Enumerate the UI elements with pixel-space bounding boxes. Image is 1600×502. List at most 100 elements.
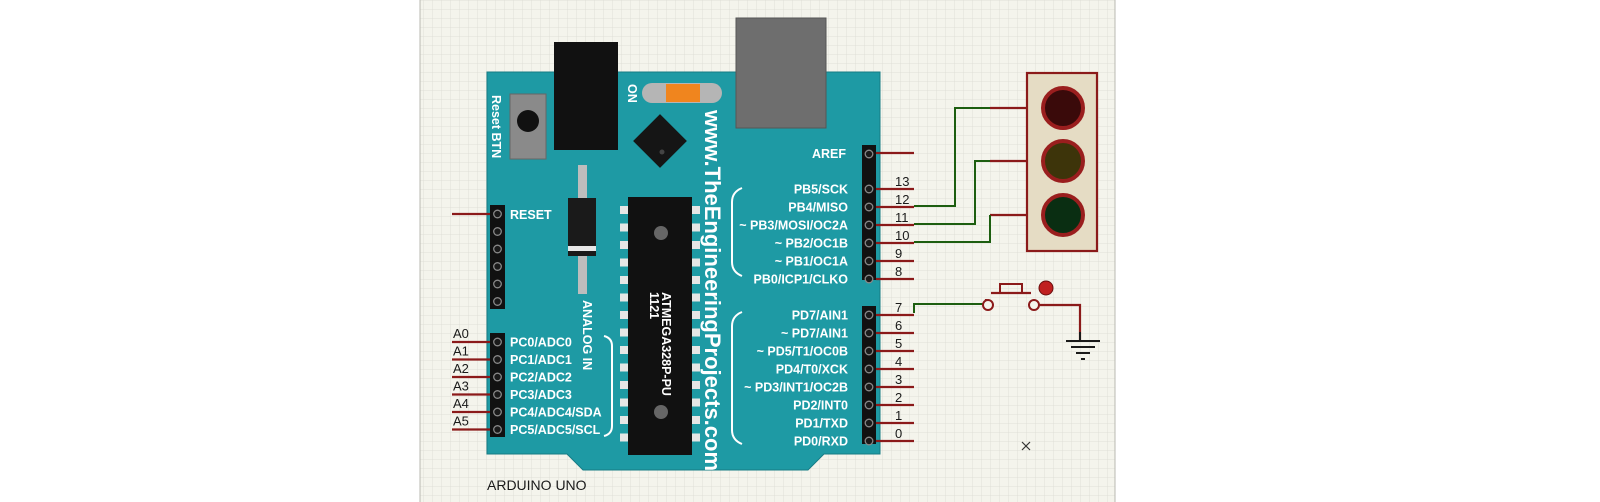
pin-number-8: 8 — [895, 264, 902, 279]
analog-name-A4: A4 — [453, 396, 469, 411]
on-label: ON — [625, 84, 639, 103]
dip-pin-left — [620, 416, 628, 424]
wire-pin10-green[interactable] — [914, 215, 991, 243]
analog-header-pin-A1 — [493, 355, 502, 364]
dip-pin-left — [620, 328, 628, 337]
analog-label-A5: PC5/ADC5/SCL — [510, 423, 601, 437]
dip-chip-pins — [620, 206, 700, 442]
reset-btn-label: Reset BTN — [489, 95, 503, 158]
header-pin-13 — [864, 184, 874, 194]
pin-label-2: PD2/INT0 — [793, 399, 848, 413]
red-led[interactable] — [1041, 86, 1085, 130]
pin-number-6: 6 — [895, 318, 902, 333]
dip-pin-left — [620, 258, 628, 267]
analog-header-pin-A5 — [493, 425, 502, 434]
dip-pin-right — [692, 346, 700, 354]
header-pin-7 — [864, 310, 874, 320]
analog-name-A1: A1 — [453, 344, 469, 359]
header-pin-11 — [864, 220, 874, 230]
header-pin-10 — [864, 238, 874, 248]
pin-label-3: ~ PD3/INT1/OC2B — [744, 381, 848, 395]
green-led[interactable] — [1041, 193, 1085, 237]
analog-label-A3: PC3/ADC3 — [510, 388, 572, 402]
analog-name-A0: A0 — [453, 326, 469, 341]
pin-number-13: 13 — [895, 174, 909, 189]
reset-header — [490, 205, 505, 309]
analog-label-A0: PC0/ADC0 — [510, 336, 572, 350]
dip-pin-right — [692, 416, 700, 424]
button-contact-left — [982, 299, 994, 311]
reset-label: RESET — [510, 208, 552, 222]
aref-label: AREF — [812, 147, 846, 161]
dip-pin-left — [620, 363, 628, 372]
pin-number-11: 11 — [895, 210, 909, 225]
pin-label-12: PB4/MISO — [788, 201, 848, 215]
dip-pin-right — [692, 363, 700, 372]
analog-label-A1: PC1/ADC1 — [510, 353, 572, 367]
button-cap[interactable] — [999, 283, 1023, 294]
header-pin-9 — [864, 256, 874, 266]
analog-name-A2: A2 — [453, 361, 469, 376]
dip-pin-right — [692, 223, 700, 232]
board-url: www.TheEngineeringProjects.com — [700, 109, 725, 471]
header-pin-3 — [864, 382, 874, 392]
dip-pin-right — [692, 381, 700, 389]
header-pin-8 — [864, 274, 874, 284]
reset-header-pin — [493, 244, 502, 254]
analog-header-pin-A4 — [493, 407, 502, 417]
dip-pin-left — [620, 433, 628, 442]
wire-pin12-red[interactable] — [914, 107, 990, 207]
header-pin-1 — [864, 418, 874, 428]
crystal-bar-lower — [578, 256, 587, 294]
header-pin-12 — [864, 202, 874, 212]
dip-pin-left — [620, 276, 628, 284]
wire-pin7-button[interactable] — [913, 303, 986, 313]
header-pin-0 — [864, 436, 874, 446]
header-pin-5 — [864, 346, 874, 356]
wire-pin11-yellow[interactable] — [914, 160, 990, 225]
dip-pin-left — [620, 346, 628, 354]
analog-bracket — [603, 335, 613, 437]
pin-number-4: 4 — [895, 354, 902, 369]
dip-pin-right — [692, 311, 700, 319]
chip-label: ATMEGA328P-PU — [659, 292, 673, 396]
pin-label-4: PD4/T0/XCK — [776, 363, 848, 377]
chip-code: 1121 — [647, 292, 661, 319]
dip-pin-left — [620, 293, 628, 302]
analog-name-A5: A5 — [453, 414, 469, 429]
analog-label-A2: PC2/ADC2 — [510, 371, 572, 385]
digital-bracket-lower — [731, 311, 743, 445]
pin-label-1: PD1/TXD — [795, 417, 848, 431]
crystal-stripe — [568, 246, 596, 251]
dip-pin-right — [692, 258, 700, 267]
board-name: ARDUINO UNO — [487, 477, 587, 493]
reset-button-cap-icon — [517, 110, 539, 132]
analog-header-pin-A0 — [493, 337, 502, 347]
pin-label-8: PB0/ICP1/CLKO — [754, 273, 849, 287]
pin-number-12: 12 — [895, 192, 909, 207]
reset-header-pins — [493, 209, 502, 306]
pin-label-9: ~ PB1/OC1A — [775, 255, 848, 269]
analog-header-pin-A2 — [493, 372, 502, 382]
analog-header — [490, 333, 505, 437]
dip-pin-left — [620, 206, 628, 214]
dip-pin-right — [692, 398, 700, 407]
dip-pin-left — [620, 311, 628, 319]
chip-top-dot — [654, 226, 668, 240]
pin-label-5: ~ PD5/T1/OC0B — [757, 345, 848, 359]
dip-pin-left — [620, 398, 628, 407]
pin-label-7: PD7/AIN1 — [792, 309, 848, 323]
analog-pins: PC0/ADC0A0PC1/ADC1A1PC2/ADC2A2PC3/ADC3A3… — [452, 326, 602, 437]
crystal-bar — [578, 165, 587, 201]
pin-label-11: ~ PB3/MOSI/OC2A — [739, 219, 848, 233]
header-pin-6 — [864, 328, 874, 338]
pin-number-2: 2 — [895, 390, 902, 405]
pin-number-7: 7 — [895, 300, 902, 315]
header-pin-2 — [864, 400, 874, 410]
yellow-led[interactable] — [1041, 139, 1085, 183]
aref-pin — [864, 149, 874, 159]
analog-header-pin-A3 — [493, 390, 502, 399]
smd-chip-dot — [659, 149, 665, 155]
